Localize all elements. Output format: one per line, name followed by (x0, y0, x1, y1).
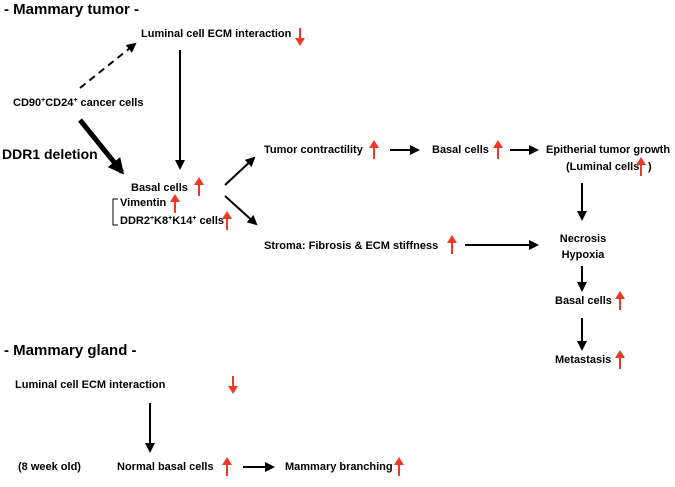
normal-basal-cells-label: Normal basal cells (117, 461, 214, 473)
red-up-arrow-icon (615, 350, 625, 369)
luminal-cells-open-label: (Luminal cells (566, 161, 639, 173)
red-up-arrow-icon (222, 457, 232, 476)
cancer-cells-label: CD90+CD24+ cancer cells (13, 97, 144, 109)
age-label: (8 week old) (18, 461, 81, 473)
tumor-basal-cells-2-label: Basal cells (432, 144, 489, 156)
dashed-arrow-to-luminal-ecm (79, 42, 137, 89)
red-up-arrow-icon (369, 140, 379, 159)
red-up-arrow-icon (636, 157, 646, 176)
tumor-luminal-ecm-label: Luminal cell ECM interaction (141, 28, 292, 40)
mammary-branching-label: Mammary branching (285, 461, 393, 473)
gland-luminal-ecm-label: Luminal cell ECM interaction (15, 379, 166, 391)
red-up-arrow-icon (194, 177, 204, 196)
red-down-arrow-icon (228, 376, 238, 394)
stroma-label: Stroma: Fibrosis & ECM stiffness (264, 240, 438, 252)
metastasis-label: Metastasis (555, 354, 611, 366)
epithelial-growth-label: Epitherial tumor growth (546, 144, 670, 156)
tumor-basal-cells-label: Basal cells (131, 182, 188, 194)
tumor-contractility-label: Tumor contractility (264, 144, 364, 156)
red-down-arrow-icon (295, 28, 305, 46)
red-up-arrow-icon (170, 194, 180, 213)
tumor-basal-cells-3-label: Basal cells (555, 295, 612, 307)
red-up-arrow-icon (493, 140, 503, 159)
hypoxia-label: Hypoxia (562, 249, 606, 261)
red-up-arrow-icon (222, 211, 232, 230)
mammary-gland-header: - Mammary gland - (4, 342, 137, 359)
ddr1-deletion-label: DDR1 deletion (2, 146, 98, 162)
luminal-cells-close-label: ) (648, 161, 652, 173)
vimentin-label: Vimentin (120, 197, 167, 209)
arrow-basal-to-contractility (224, 156, 256, 186)
mammary-tumor-header: - Mammary tumor - (4, 1, 139, 18)
marker-bracket (112, 198, 118, 226)
red-up-arrow-icon (615, 291, 625, 310)
red-up-arrow-icon (447, 235, 457, 254)
thick-arrow-ddr1-to-basal (78, 118, 125, 175)
red-up-arrow-icon (394, 457, 404, 476)
ddr2-k8-k14-cells-label: DDR2+K8+K14+ cells (120, 215, 224, 227)
necrosis-label: Necrosis (560, 233, 606, 245)
arrow-basal-to-stroma (224, 195, 258, 226)
